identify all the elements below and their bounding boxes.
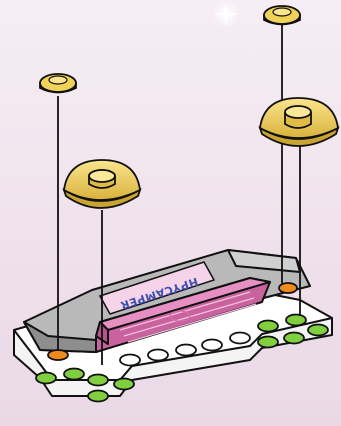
stud-white xyxy=(230,333,250,344)
stud-orange-left xyxy=(48,350,68,360)
stud-white xyxy=(120,355,140,366)
round-dish-left xyxy=(64,160,140,208)
stud-white xyxy=(176,345,196,356)
small-round-plate-right xyxy=(264,6,300,25)
stud-green xyxy=(258,337,278,348)
small-round-plate-left xyxy=(40,74,76,93)
sparkle-icon xyxy=(212,0,240,28)
stud-green xyxy=(308,325,328,336)
round-dish-right xyxy=(260,98,338,146)
stud-green xyxy=(88,391,108,402)
stud-green xyxy=(284,333,304,344)
stud-green xyxy=(64,369,84,380)
stud-green xyxy=(114,379,134,390)
stud-green xyxy=(258,321,278,332)
stud-green xyxy=(286,315,306,326)
stud-orange-right xyxy=(279,283,297,293)
stud-white xyxy=(148,350,168,361)
stud-green xyxy=(88,375,108,386)
stud-green xyxy=(36,373,56,384)
stud-white xyxy=(202,340,222,351)
